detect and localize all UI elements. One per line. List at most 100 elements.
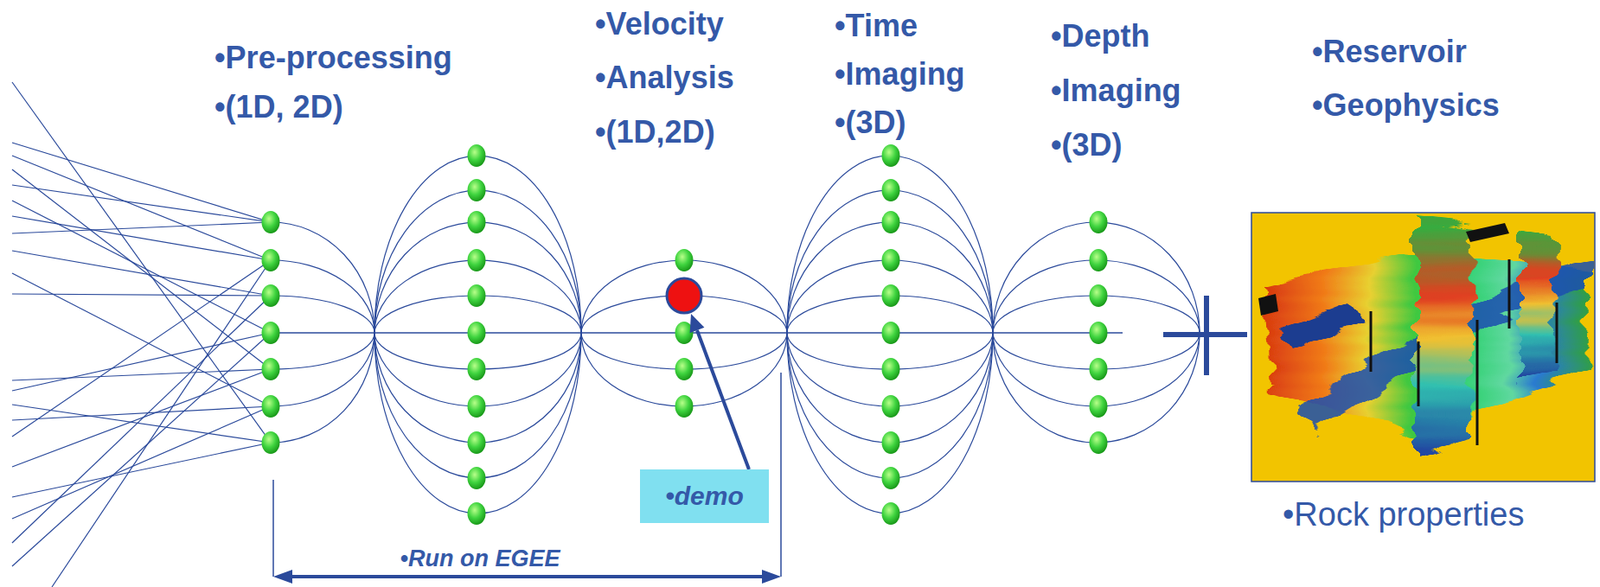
node-dot [1089, 395, 1108, 418]
node-dot [1089, 321, 1108, 345]
link-arc [787, 332, 993, 479]
node-dot [882, 249, 901, 272]
link-arc [787, 332, 993, 443]
stage-label: •Imaging [834, 55, 966, 93]
node-dot [467, 179, 487, 202]
seismic-section [1414, 221, 1472, 457]
link-arc [787, 222, 993, 333]
node-dot [882, 179, 901, 202]
node-dot [882, 284, 901, 308]
caption-label: •Rock properties [1282, 495, 1524, 536]
stage-label: •Geophysics [1312, 86, 1500, 124]
well-trace [1476, 320, 1479, 446]
stage-label: •Analysis [595, 58, 735, 96]
node-dot [467, 321, 487, 345]
seismic-section [1520, 231, 1557, 381]
arrow-head [690, 313, 705, 333]
seismic-horizon [1280, 302, 1363, 351]
stage-label: •Imaging [1050, 71, 1182, 109]
stage-label: •Depth [1050, 17, 1151, 55]
node-dot [467, 395, 487, 418]
input-line [12, 273, 271, 407]
node-dot [675, 249, 694, 272]
node-dot [882, 395, 901, 418]
node-dot [467, 249, 487, 272]
stage-label: •(1D, 2D) [214, 88, 344, 126]
node-dot [467, 144, 487, 167]
arrow-head [761, 569, 781, 584]
node-dot [467, 467, 487, 490]
span-tick [780, 372, 782, 577]
input-line [12, 295, 271, 544]
node-dot [882, 431, 901, 455]
stage-label: •(1D,2D) [595, 113, 716, 151]
stage-label: •Velocity [595, 5, 724, 43]
node-dot [882, 358, 901, 381]
input-line [12, 185, 271, 223]
link-arc [270, 332, 375, 407]
node-dot [882, 467, 901, 490]
span-label: •Run on EGEE [400, 544, 561, 573]
input-line [12, 250, 271, 296]
well-trace [1369, 311, 1373, 372]
link-arc [374, 332, 582, 443]
node-dot [1089, 284, 1108, 308]
link-arc [374, 332, 582, 514]
link-arc [270, 332, 375, 443]
input-line [12, 200, 271, 333]
link-arc [374, 222, 582, 333]
input-line [12, 369, 271, 468]
span-tick [272, 480, 275, 577]
node-dot [262, 249, 281, 272]
node-dot [882, 144, 901, 167]
link-arc [270, 295, 375, 333]
seismic-block [1258, 294, 1279, 316]
node-dot [467, 211, 487, 234]
node-dot [882, 211, 901, 234]
link-arc [992, 222, 1200, 333]
link-arc [374, 155, 582, 333]
demo-box: •demo [640, 469, 769, 524]
link-arc [270, 332, 375, 370]
input-line [12, 332, 271, 567]
link-arc [787, 332, 993, 514]
stage-label: •Time [834, 6, 918, 45]
link-arc [270, 260, 375, 333]
node-dot [262, 358, 281, 381]
box-text: •demo [665, 480, 744, 512]
node-dot [467, 431, 487, 455]
highlight-dot [666, 278, 702, 314]
node-dot [262, 395, 281, 418]
stage-label: •(3D) [1050, 126, 1123, 164]
node-dot [1089, 249, 1108, 272]
stage-label: •Reservoir [1312, 32, 1467, 71]
node-dot [882, 321, 901, 345]
span-arrow [288, 575, 766, 579]
node-dot [1089, 431, 1108, 455]
input-line [12, 294, 271, 296]
node-dot [467, 284, 487, 308]
node-dot [1089, 211, 1108, 234]
link-arc [270, 222, 375, 333]
node-dot [467, 358, 487, 381]
arrow-head [273, 569, 293, 584]
input-line [12, 442, 271, 498]
leader-arrow [697, 330, 749, 470]
input-line [12, 155, 271, 261]
node-dot [467, 502, 487, 525]
node-dot [675, 395, 694, 418]
input-line [12, 216, 271, 261]
node-dot [262, 321, 281, 345]
node-dot [675, 358, 694, 381]
input-line [12, 332, 271, 391]
link-arc [787, 190, 993, 333]
node-dot [882, 502, 901, 525]
seismic-block [1465, 223, 1510, 243]
input-line [12, 369, 271, 381]
input-line [12, 406, 271, 519]
well-trace [1555, 302, 1559, 364]
plus-sign [1163, 332, 1248, 338]
well-trace [1508, 259, 1511, 329]
link-arc [992, 332, 1200, 443]
node-dot [262, 431, 281, 455]
